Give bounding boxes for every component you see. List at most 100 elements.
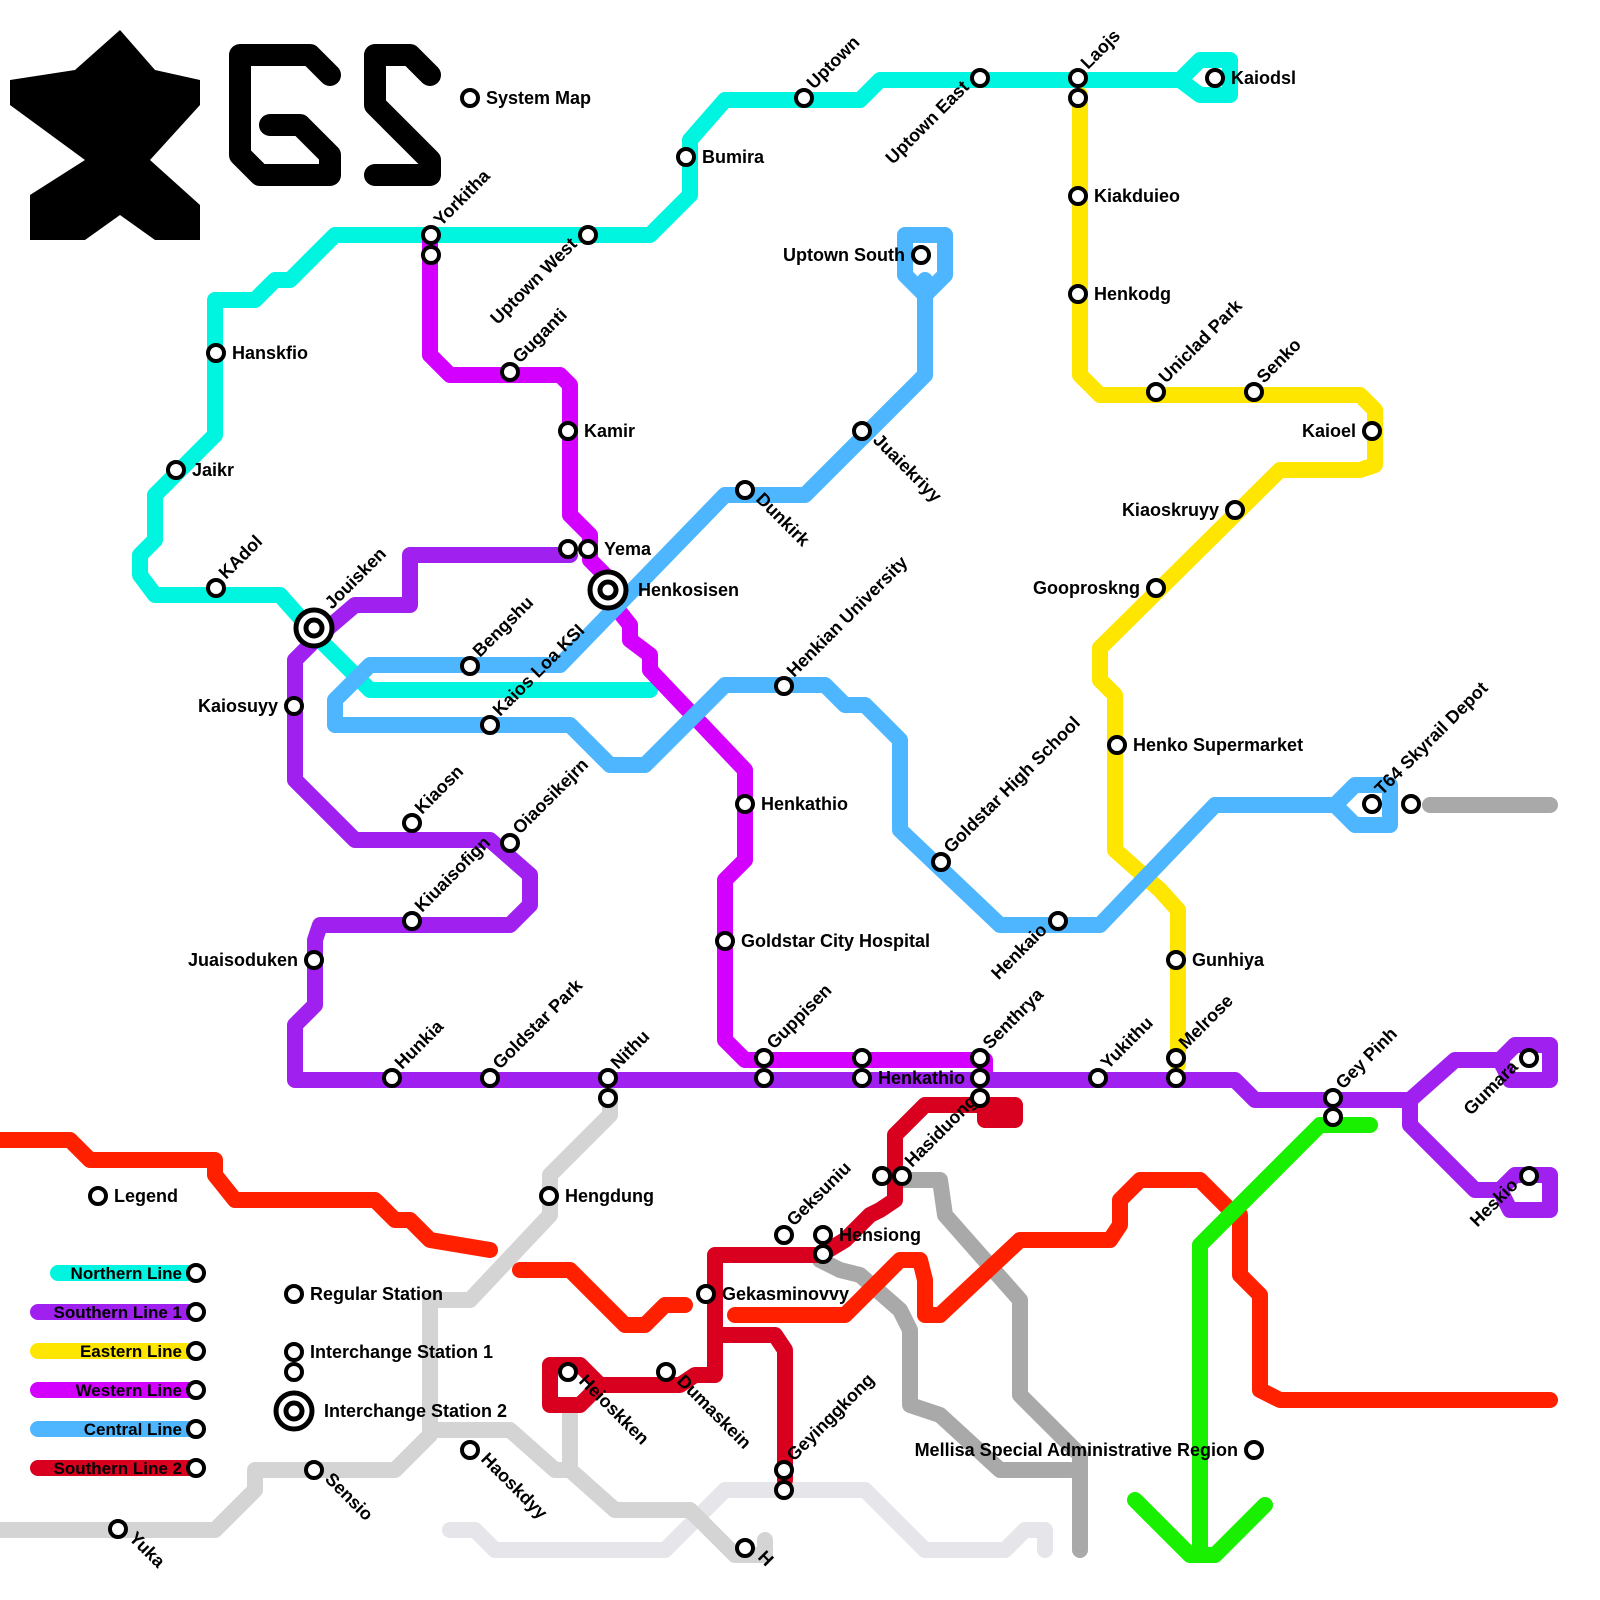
legend-label-western: Western Line [76,1381,182,1400]
light_gray-route-1 [0,1087,618,1538]
station-marker-transfer-29[interactable] [1401,794,1421,814]
station-marker-kiuaisofign[interactable] [402,911,422,931]
station-marker-h-bottom[interactable] [735,1538,755,1558]
station-marker-bumira[interactable] [676,147,696,167]
station-label-hengdung: Hengdung [565,1186,654,1206]
station-label-henkathio-s: Henkathio [878,1068,965,1088]
station-marker-uptown-south[interactable] [911,245,931,265]
station-marker-geyinggkong[interactable] [774,1460,794,1480]
station-marker-transfer-48[interactable] [754,1068,774,1088]
station-label-gekasminovvy: Gekasminovvy [722,1284,849,1304]
station-label-t64-depot: T64 Skyrail Depot [1371,678,1492,799]
station-marker-gunhiya[interactable] [1166,950,1186,970]
station-marker-region-label[interactable] [1244,1440,1264,1460]
station-marker-sensio[interactable] [304,1460,324,1480]
station-marker-transfer-58[interactable] [1323,1107,1343,1127]
station-marker-kaiosuyy[interactable] [284,696,304,716]
station-marker-hunkia[interactable] [382,1068,402,1088]
station-marker-kiaosn[interactable] [402,813,422,833]
station-marker-uptown-west[interactable] [578,225,598,245]
station-marker-henkathio-s[interactable] [852,1068,872,1088]
station-marker-nithu[interactable] [598,1068,618,1088]
station-marker-dumaskein[interactable] [656,1362,676,1382]
station-marker-geksuniu[interactable] [774,1225,794,1245]
station-marker-t64-depot[interactable] [1362,794,1382,814]
station-marker-hengdung[interactable] [539,1186,559,1206]
station-marker-system-map-label[interactable] [460,88,480,108]
station-marker-gey-pinh[interactable] [1323,1088,1343,1108]
station-marker-hanskfio[interactable] [206,343,226,363]
station-marker-yorkitha[interactable] [421,225,441,245]
station-label-title: Legend [114,1186,178,1206]
legend-label-northern: Northern Line [71,1264,182,1283]
station-marker-yema[interactable] [578,539,598,559]
station-marker-haoskdyy[interactable] [460,1440,480,1460]
station-marker-senko[interactable] [1244,382,1264,402]
station-marker-gekasminovvy[interactable] [696,1284,716,1304]
station-marker-laojs[interactable] [1068,68,1088,88]
station-marker-guppisen[interactable] [754,1048,774,1068]
station-label-bumira: Bumira [702,147,765,167]
green-route-20 [1127,1117,1328,1563]
station-marker-transfer-80[interactable] [284,1362,304,1382]
station-marker-henko-supermarket[interactable] [1107,735,1127,755]
station-marker-kaios-loa-ksi[interactable] [480,715,500,735]
station-marker-bengshu[interactable] [460,656,480,676]
station-marker-dunkirk[interactable] [735,480,755,500]
station-marker-goldstar-park[interactable] [480,1068,500,1088]
station-marker-gumara[interactable] [1519,1048,1539,1068]
station-marker-melrose[interactable] [1166,1048,1186,1068]
station-marker-guganti[interactable] [500,362,520,382]
station-marker-goldstar-hospital[interactable] [715,931,735,951]
station-marker-juaisoduken[interactable] [304,950,324,970]
station-marker-jaikr[interactable] [166,460,186,480]
station-marker-title[interactable] [88,1186,108,1206]
station-label-laojs: Laojs [1077,25,1124,72]
route-lines [0,52,1558,1563]
station-label-system-map-label: System Map [486,88,591,108]
station-marker-kiakduieo[interactable] [1068,186,1088,206]
station-marker-transfer-2[interactable] [421,245,441,265]
station-marker-regular-station[interactable] [284,1284,304,1304]
station-marker-kiaoskruyy[interactable] [1225,500,1245,520]
station-marker-hensiong[interactable] [813,1225,833,1245]
station-marker-transfer-56[interactable] [1166,1068,1186,1088]
station-label-hanskfio: Hanskfio [232,343,308,363]
station-marker-uptown-east[interactable] [970,68,990,88]
station-marker-juaiekriyy[interactable] [852,421,872,441]
station-label-kadol: KAdol [215,531,267,583]
station-marker-kaioel[interactable] [1362,421,1382,441]
station-marker-uptown[interactable] [794,88,814,108]
station-marker-henkodg[interactable] [1068,284,1088,304]
station-marker-senthrya[interactable] [970,1048,990,1068]
station-marker-kadol[interactable] [206,578,226,598]
station-marker-henkaio[interactable] [1048,911,1068,931]
station-label-henkodg: Henkodg [1094,284,1171,304]
station-marker-transfer-53[interactable] [970,1088,990,1108]
station-marker-gooproskng[interactable] [1146,578,1166,598]
station-marker-henkian-university[interactable] [774,676,794,696]
station-marker-transfer-52[interactable] [970,1068,990,1088]
station-marker-transfer-62[interactable] [872,1166,892,1186]
station-marker-oiaosikejrn[interactable] [500,833,520,853]
station-marker-heskio[interactable] [1519,1166,1539,1186]
station-label-henkathio-w: Henkathio [761,794,848,814]
station-marker-hasiduong[interactable] [892,1166,912,1186]
station-marker-transfer-15[interactable] [558,539,578,559]
station-marker-goldstar-high[interactable] [931,852,951,872]
station-marker-transfer-49[interactable] [852,1048,872,1068]
station-marker-kaiodsl[interactable] [1205,68,1225,88]
station-marker-transfer-8[interactable] [1068,88,1088,108]
station-marker-transfer-71[interactable] [774,1480,794,1500]
station-marker-yukithu[interactable] [1088,1068,1108,1088]
station-marker-uniclad-park[interactable] [1146,382,1166,402]
station-marker-kamir[interactable] [558,421,578,441]
station-marker-interchange-1[interactable] [284,1342,304,1362]
station-marker-henkathio-w[interactable] [735,794,755,814]
station-label-legend-interchange-2: Interchange Station 2 [324,1401,507,1421]
legend-marker-southern1 [186,1302,206,1322]
station-marker-yuka[interactable] [108,1519,128,1539]
station-marker-transfer-66[interactable] [813,1244,833,1264]
station-marker-transfer-46[interactable] [598,1088,618,1108]
station-marker-heioskken[interactable] [558,1362,578,1382]
